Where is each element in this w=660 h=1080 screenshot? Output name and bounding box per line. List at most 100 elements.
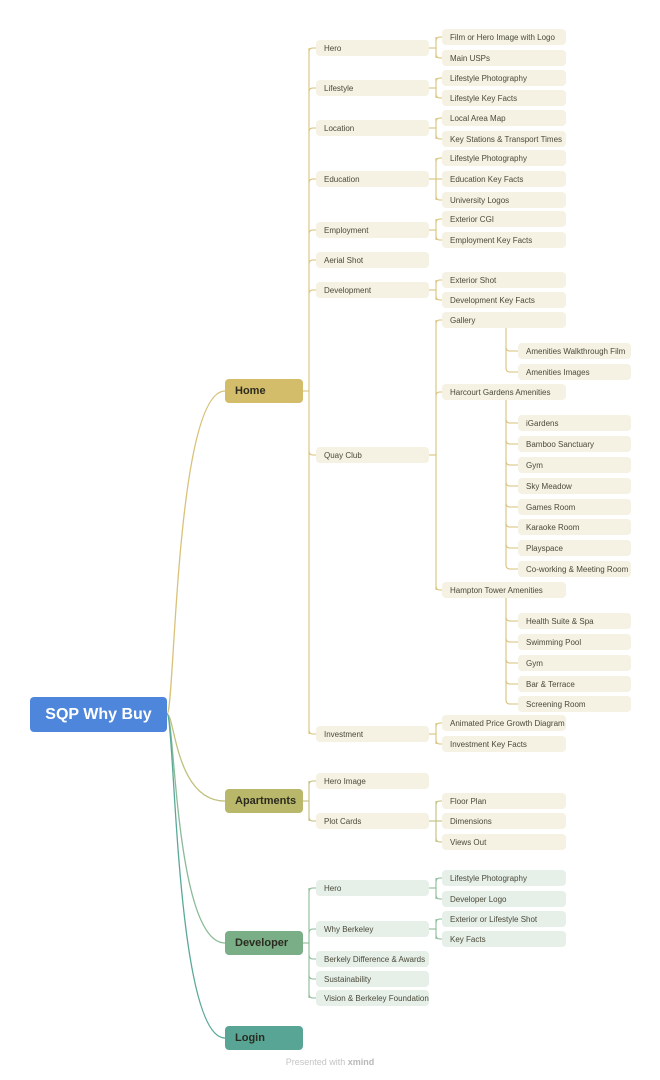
connector-line (308, 289, 316, 295)
branch-apartments[interactable]: Apartments (225, 789, 303, 813)
connector-line (435, 53, 442, 59)
xmind-brand[interactable]: xmind (347, 1057, 375, 1067)
branch-developer[interactable]: Developer (225, 931, 303, 955)
topic-vision-berkeley-foundation[interactable]: Vision & Berkeley Foundation (316, 990, 429, 1006)
topic-aerial-shot[interactable]: Aerial Shot (316, 252, 429, 268)
root-node[interactable]: SQP Why Buy (30, 697, 167, 732)
connector-line (435, 195, 442, 201)
connector-line (435, 134, 442, 140)
footer: Presented with xmind (0, 1057, 660, 1067)
subtopic-dimensions[interactable]: Dimensions (442, 813, 566, 829)
subtopic-lifestyle-photography[interactable]: Lifestyle Photography (442, 870, 566, 886)
item-playspace[interactable]: Playspace (518, 540, 631, 556)
subtopic-views-out[interactable]: Views Out (442, 834, 566, 850)
topic-lifestyle[interactable]: Lifestyle (316, 80, 429, 96)
subtopic-exterior-or-lifestyle-shot[interactable]: Exterior or Lifestyle Shot (442, 911, 566, 927)
topic-education[interactable]: Education (316, 171, 429, 187)
topic-location[interactable]: Location (316, 120, 429, 136)
subtopic-employment-key-facts[interactable]: Employment Key Facts (442, 232, 566, 248)
topic-plot-cards[interactable]: Plot Cards (316, 813, 429, 829)
connector-line (505, 543, 518, 549)
item-health-suite-spa[interactable]: Health Suite & Spa (518, 613, 631, 629)
subtopic-development-key-facts[interactable]: Development Key Facts (442, 292, 566, 308)
topic-sustainability[interactable]: Sustainability (316, 971, 429, 987)
item-amenities-walkthrough-film[interactable]: Amenities Walkthrough Film (518, 343, 631, 359)
connector-line (435, 739, 442, 745)
branch-home[interactable]: Home (225, 379, 303, 403)
connector-line (505, 564, 518, 570)
item-karaoke-room[interactable]: Karaoke Room (518, 519, 631, 535)
branch-login[interactable]: Login (225, 1026, 303, 1050)
connector-line (166, 713, 226, 802)
subtopic-lifestyle-key-facts[interactable]: Lifestyle Key Facts (442, 90, 566, 106)
item-bar-terrace[interactable]: Bar & Terrace (518, 676, 631, 692)
connector-line (435, 585, 442, 591)
connector-line (505, 460, 518, 466)
connector-line (435, 295, 442, 301)
connector-line (435, 218, 442, 224)
connector-line (435, 77, 442, 83)
connector-line (435, 235, 442, 241)
item-gym[interactable]: Gym (518, 655, 631, 671)
item-bamboo-sanctuary[interactable]: Bamboo Sanctuary (518, 436, 631, 452)
item-screening-room[interactable]: Screening Room (518, 696, 631, 712)
connector-line (505, 699, 518, 705)
connector-line (505, 502, 518, 508)
connector-line (435, 800, 442, 806)
connector-line (166, 713, 226, 1039)
item-igardens[interactable]: iGardens (518, 415, 631, 431)
topic-development[interactable]: Development (316, 282, 429, 298)
subtopic-floor-plan[interactable]: Floor Plan (442, 793, 566, 809)
subtopic-exterior-shot[interactable]: Exterior Shot (442, 272, 566, 288)
subtopic-hampton-tower-amenities[interactable]: Hampton Tower Amenities (442, 582, 566, 598)
item-games-room[interactable]: Games Room (518, 499, 631, 515)
topic-investment[interactable]: Investment (316, 726, 429, 742)
connector-line (435, 36, 442, 42)
item-co-working-meeting-room[interactable]: Co-working & Meeting Room (518, 561, 631, 577)
connector-line (435, 934, 442, 940)
topic-berkely-difference-awards[interactable]: Berkely Difference & Awards (316, 951, 429, 967)
subtopic-key-stations-transport-times[interactable]: Key Stations & Transport Times (442, 131, 566, 147)
connector-line (435, 918, 442, 924)
connector-line (308, 450, 316, 456)
item-amenities-images[interactable]: Amenities Images (518, 364, 631, 380)
connector-line (308, 259, 316, 265)
subtopic-exterior-cgi[interactable]: Exterior CGI (442, 211, 566, 227)
subtopic-animated-price-growth-diagram[interactable]: Animated Price Growth Diagram (442, 715, 566, 731)
topic-employment[interactable]: Employment (316, 222, 429, 238)
subtopic-film-or-hero-image-with-logo[interactable]: Film or Hero Image with Logo (442, 29, 566, 45)
subtopic-main-usps[interactable]: Main USPs (442, 50, 566, 66)
subtopic-gallery[interactable]: Gallery (442, 312, 566, 328)
subtopic-local-area-map[interactable]: Local Area Map (442, 110, 566, 126)
connector-line (505, 679, 518, 685)
subtopic-investment-key-facts[interactable]: Investment Key Facts (442, 736, 566, 752)
item-sky-meadow[interactable]: Sky Meadow (518, 478, 631, 494)
connector-line (505, 439, 518, 445)
connector-line (505, 418, 518, 424)
connector-line (308, 954, 316, 960)
connector-line (505, 616, 518, 622)
subtopic-lifestyle-photography[interactable]: Lifestyle Photography (442, 70, 566, 86)
item-gym[interactable]: Gym (518, 457, 631, 473)
footer-prefix: Presented with (285, 1057, 346, 1067)
subtopic-lifestyle-photography[interactable]: Lifestyle Photography (442, 150, 566, 166)
subtopic-harcourt-gardens-amenities[interactable]: Harcourt Gardens Amenities (442, 384, 566, 400)
connector-line (166, 713, 226, 944)
topic-hero[interactable]: Hero (316, 40, 429, 56)
topic-hero-image[interactable]: Hero Image (316, 773, 429, 789)
connector-line (435, 157, 442, 163)
connector-line (308, 993, 316, 999)
connector-line (308, 816, 316, 822)
topic-hero[interactable]: Hero (316, 880, 429, 896)
item-swimming-pool[interactable]: Swimming Pool (518, 634, 631, 650)
subtopic-university-logos[interactable]: University Logos (442, 192, 566, 208)
subtopic-developer-logo[interactable]: Developer Logo (442, 891, 566, 907)
topic-quay-club[interactable]: Quay Club (316, 447, 429, 463)
subtopic-key-facts[interactable]: Key Facts (442, 931, 566, 947)
connector-line (435, 894, 442, 900)
subtopic-education-key-facts[interactable]: Education Key Facts (442, 171, 566, 187)
connector-line (505, 367, 518, 373)
topic-why-berkeley[interactable]: Why Berkeley (316, 921, 429, 937)
connector-line (308, 729, 316, 735)
